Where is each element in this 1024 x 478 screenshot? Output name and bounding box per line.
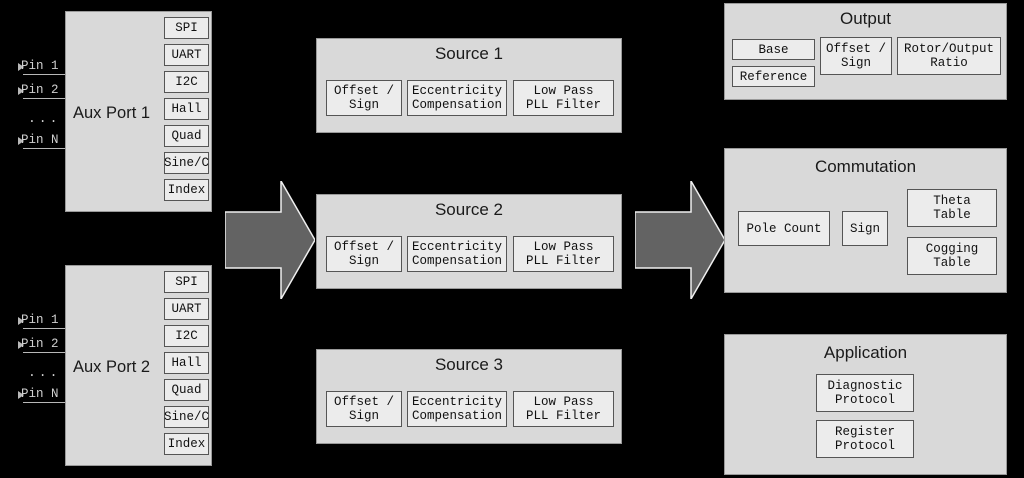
aux-port-2-panel: Aux Port 2 SPI UART I2C Hall Quad Sine/C… xyxy=(65,265,212,466)
arrow-sources-to-consumers-icon xyxy=(635,181,725,299)
aux-port-1-protocol-sinec[interactable]: Sine/C xyxy=(164,152,209,174)
commutation-panel: Commutation Pole Count Sign Theta Table … xyxy=(724,148,1007,293)
aux-port-2-protocol-sinec[interactable]: Sine/C xyxy=(164,406,209,428)
output-title: Output xyxy=(839,9,892,28)
aux-port-2-pin-n-arrow xyxy=(18,391,24,399)
aux-port-1-pin-n-arrow xyxy=(18,137,24,145)
aux-port-1-pin-n-label: Pin N xyxy=(21,133,59,147)
source-3-panel: Source 3 Offset / Sign Eccentricity Comp… xyxy=(316,349,622,444)
source-2-title: Source 2 xyxy=(434,200,504,219)
aux-port-1-pin-1-wire xyxy=(23,74,65,75)
source-3-block-low-pass-pll[interactable]: Low Pass PLL Filter xyxy=(513,391,614,427)
aux-port-1-panel: Aux Port 1 SPI UART I2C Hall Quad Sine/C… xyxy=(65,11,212,212)
source-2-block-eccentricity[interactable]: Eccentricity Compensation xyxy=(407,236,507,272)
aux-port-1-protocol-spi[interactable]: SPI xyxy=(164,17,209,39)
aux-port-1-label: Aux Port 1 xyxy=(73,104,151,122)
source-3-block-eccentricity[interactable]: Eccentricity Compensation xyxy=(407,391,507,427)
commutation-block-pole-count[interactable]: Pole Count xyxy=(738,211,830,246)
aux-port-2-pin-1-label: Pin 1 xyxy=(21,313,59,327)
aux-port-2-pin-n-label: Pin N xyxy=(21,387,59,401)
aux-port-2-protocol-spi[interactable]: SPI xyxy=(164,271,209,293)
output-block-offset-sign[interactable]: Offset / Sign xyxy=(820,37,892,75)
aux-port-2-pin-n-wire xyxy=(23,402,65,403)
output-panel: Output Base Reference Offset / Sign Roto… xyxy=(724,3,1007,100)
output-block-rotor-output-ratio[interactable]: Rotor/Output Ratio xyxy=(897,37,1001,75)
aux-port-1-pin-2-label: Pin 2 xyxy=(21,83,59,97)
application-panel: Application Diagnostic Protocol Register… xyxy=(724,334,1007,475)
aux-port-2-pin-1-wire xyxy=(23,328,65,329)
aux-port-2-protocol-index[interactable]: Index xyxy=(164,433,209,455)
aux-port-1-protocol-hall[interactable]: Hall xyxy=(164,98,209,120)
commutation-block-cogging-table[interactable]: Cogging Table xyxy=(907,237,997,275)
aux-port-1-pin-2-arrow xyxy=(18,87,24,95)
commutation-block-sign[interactable]: Sign xyxy=(842,211,888,246)
source-1-title: Source 1 xyxy=(434,44,504,63)
output-block-base[interactable]: Base xyxy=(732,39,815,60)
aux-port-1-protocol-quad[interactable]: Quad xyxy=(164,125,209,147)
source-2-panel: Source 2 Offset / Sign Eccentricity Comp… xyxy=(316,194,622,289)
aux-port-1-pin-1-arrow xyxy=(18,63,24,71)
aux-port-2-label: Aux Port 2 xyxy=(73,358,151,376)
application-block-diagnostic-protocol[interactable]: Diagnostic Protocol xyxy=(816,374,914,412)
output-block-reference[interactable]: Reference xyxy=(732,66,815,87)
aux-port-2-pin-2-arrow xyxy=(18,341,24,349)
aux-port-2-pin-2-label: Pin 2 xyxy=(21,337,59,351)
commutation-title: Commutation xyxy=(814,157,917,176)
aux-port-1-protocol-index[interactable]: Index xyxy=(164,179,209,201)
aux-port-2-protocol-hall[interactable]: Hall xyxy=(164,352,209,374)
arrow-ports-to-sources-icon xyxy=(225,181,315,299)
commutation-block-theta-table[interactable]: Theta Table xyxy=(907,189,997,227)
source-3-block-offset-sign[interactable]: Offset / Sign xyxy=(326,391,402,427)
aux-port-2-pin-1-arrow xyxy=(18,317,24,325)
aux-port-1-pin-ellipsis: ... xyxy=(28,111,61,126)
aux-port-2-pin-2-wire xyxy=(23,352,65,353)
aux-port-2-protocol-uart[interactable]: UART xyxy=(164,298,209,320)
application-block-register-protocol[interactable]: Register Protocol xyxy=(816,420,914,458)
aux-port-2-protocol-i2c[interactable]: I2C xyxy=(164,325,209,347)
source-1-block-offset-sign[interactable]: Offset / Sign xyxy=(326,80,402,116)
aux-port-1-pin-1-label: Pin 1 xyxy=(21,59,59,73)
aux-port-2-protocol-quad[interactable]: Quad xyxy=(164,379,209,401)
source-1-block-eccentricity[interactable]: Eccentricity Compensation xyxy=(407,80,507,116)
source-2-block-offset-sign[interactable]: Offset / Sign xyxy=(326,236,402,272)
source-1-panel: Source 1 Offset / Sign Eccentricity Comp… xyxy=(316,38,622,133)
aux-port-1-protocol-i2c[interactable]: I2C xyxy=(164,71,209,93)
aux-port-2-pin-ellipsis: ... xyxy=(28,365,61,380)
source-3-title: Source 3 xyxy=(434,355,504,374)
aux-port-1-pin-2-wire xyxy=(23,98,65,99)
source-2-block-low-pass-pll[interactable]: Low Pass PLL Filter xyxy=(513,236,614,272)
aux-port-1-protocol-uart[interactable]: UART xyxy=(164,44,209,66)
source-1-block-low-pass-pll[interactable]: Low Pass PLL Filter xyxy=(513,80,614,116)
aux-port-1-pin-n-wire xyxy=(23,148,65,149)
application-title: Application xyxy=(823,343,908,362)
